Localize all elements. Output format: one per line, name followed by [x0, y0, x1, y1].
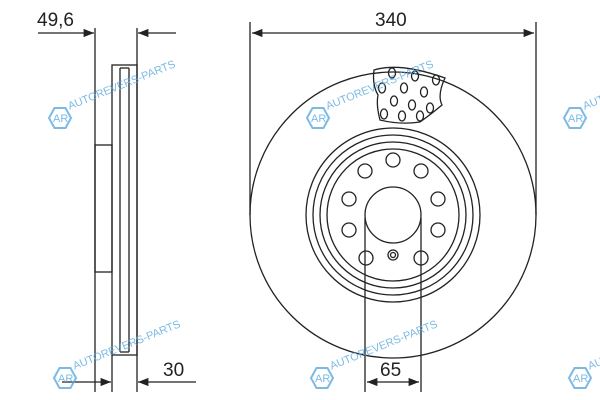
ventilation-holes: [377, 67, 441, 122]
watermark-logo-icon: [562, 107, 588, 129]
side-view: 49,6 30: [37, 10, 196, 392]
vent-hole: [399, 82, 409, 94]
bolt-holes: [341, 152, 446, 266]
vent-hole: [407, 99, 417, 111]
vent-hole: [389, 95, 399, 107]
watermark-logo-icon: [305, 107, 331, 129]
disc-outer-edge: [249, 71, 537, 359]
vent-hole: [387, 67, 397, 79]
vent-hole: [425, 102, 435, 114]
watermark-logo-icon: [567, 367, 593, 389]
center-bore: [364, 186, 422, 244]
watermark-logo-icon: [309, 367, 335, 389]
watermark-text: AUTOREVERS-PARTS: [324, 58, 435, 112]
watermark-logo-text: AR: [315, 373, 330, 385]
thickness-dimension: 30: [163, 360, 184, 381]
watermark-logo-text: AR: [311, 113, 326, 125]
watermark-logo-text: AR: [568, 113, 583, 125]
offset-dimension: 49,6: [37, 10, 74, 31]
vent-hole: [419, 86, 429, 98]
watermark-logo-icon: [47, 107, 73, 129]
bolt-hole: [357, 163, 373, 179]
watermarks: ARAUTOREVERS-PARTSARAUTOREVERS-PARTSARAU…: [47, 58, 600, 389]
bolt-hole: [341, 222, 357, 238]
vent-hole: [379, 108, 389, 120]
watermark-logo-text: AR: [53, 113, 68, 125]
bore-dimension: 65: [380, 360, 401, 381]
watermark-logo-text: AR: [573, 373, 588, 385]
watermark-text: AUTOREVERS-PARTS: [581, 58, 600, 112]
vent-hole: [410, 70, 420, 82]
bolt-hole: [430, 222, 446, 238]
bolt-hole: [341, 191, 357, 207]
bolt-hole: [358, 250, 374, 266]
watermark-logo-icon: [52, 367, 78, 389]
vent-hole: [415, 110, 425, 122]
bolt-hole: [385, 152, 401, 168]
watermark-logo-text: AR: [58, 373, 73, 385]
watermark-text: AUTOREVERS-PARTS: [586, 318, 600, 372]
vent-hole: [377, 82, 387, 94]
watermark-text: AUTOREVERS-PARTS: [66, 58, 177, 112]
vent-hole: [397, 110, 407, 122]
vent-hole: [431, 74, 441, 86]
bolt-hole: [413, 163, 429, 179]
diameter-dimension: 340: [375, 10, 407, 31]
front-view: 340 65: [249, 10, 537, 392]
bolt-hole: [430, 191, 446, 207]
